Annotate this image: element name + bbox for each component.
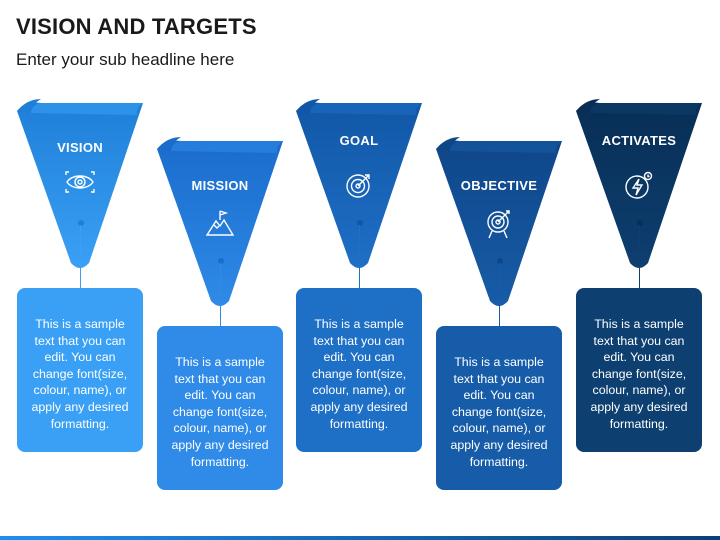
eye-icon: [17, 171, 143, 198]
step-card: This is a sample text that you can edit.…: [17, 288, 143, 452]
lightning-icon: [576, 171, 702, 206]
funnel-shape: [157, 137, 283, 306]
connector-dot: [637, 220, 643, 226]
step-label: OBJECTIVE: [460, 178, 538, 193]
connector-line: [80, 225, 81, 288]
step-label: VISION: [57, 140, 103, 155]
mountain-flag-icon: [157, 209, 283, 242]
step-activates: ACTIVATES This is a sample text that you …: [576, 95, 702, 452]
connector-dot: [497, 258, 503, 264]
step-card: This is a sample text that you can edit.…: [157, 326, 283, 490]
step-card: This is a sample text that you can edit.…: [296, 288, 422, 452]
step-label: MISSION: [191, 178, 249, 193]
step-label: GOAL: [339, 133, 379, 148]
step-description: This is a sample text that you can edit.…: [31, 317, 129, 431]
page-title: VISION AND TARGETS: [16, 14, 257, 39]
step-goal: GOAL This is a sample text that you can e…: [296, 95, 422, 452]
connector-dot: [357, 220, 363, 226]
connector-dot: [78, 220, 84, 226]
step-objective: OBJECTIVE This is a sample text that you …: [436, 133, 562, 490]
step-description: This is a sample text that you can edit.…: [310, 317, 408, 431]
step-description: This is a sample text that you can edit.…: [590, 317, 688, 431]
step-card: This is a sample text that you can edit.…: [436, 326, 562, 490]
step-card: This is a sample text that you can edit.…: [576, 288, 702, 452]
bullseye-icon: [436, 209, 562, 244]
connector-line: [220, 263, 221, 326]
step-label: ACTIVATES: [601, 133, 677, 148]
bottom-accent-bar: [0, 536, 720, 540]
step-description: This is a sample text that you can edit.…: [450, 355, 548, 469]
connector-line: [639, 225, 640, 288]
step-mission: MISSION This is a sample text that you ca…: [157, 133, 283, 490]
target-icon: [296, 171, 422, 204]
funnel-shape: [17, 99, 143, 269]
connector-dot: [218, 258, 224, 264]
connector-line: [499, 263, 500, 326]
step-vision: VISION This is a sample text that you can…: [17, 95, 143, 452]
page-subtitle: Enter your sub headline here: [16, 50, 235, 69]
connector-line: [359, 225, 360, 288]
step-description: This is a sample text that you can edit.…: [171, 355, 269, 469]
